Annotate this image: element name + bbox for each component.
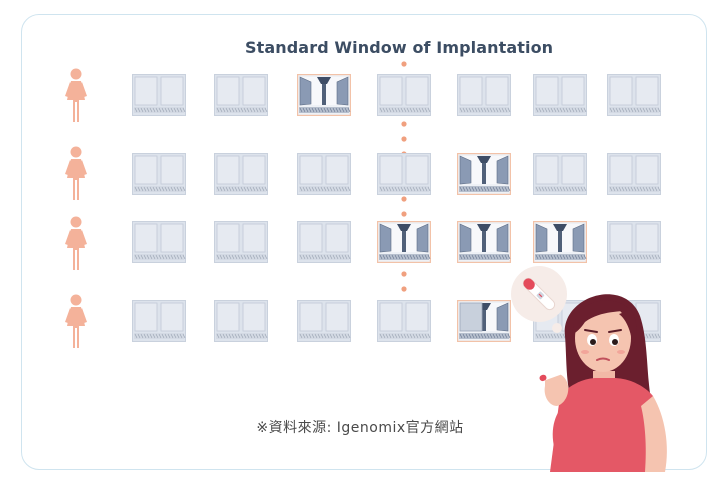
closed-window-icon	[457, 74, 511, 116]
closed-window-icon	[297, 153, 351, 195]
woman-icon	[62, 68, 90, 124]
line-dot	[401, 61, 407, 67]
open-window-icon	[532, 220, 588, 264]
line-dot	[401, 271, 407, 277]
woman-with-pregnancy-test-illustration	[511, 266, 667, 472]
diagram-title: Standard Window of Implantation	[245, 38, 554, 57]
closed-window-icon	[132, 221, 186, 263]
closed-window-icon	[132, 74, 186, 116]
closed-window-icon	[377, 300, 431, 342]
open-window-icon	[456, 220, 512, 264]
closed-window-icon	[297, 221, 351, 263]
closed-window-icon	[214, 221, 268, 263]
closed-window-icon	[607, 221, 661, 263]
line-dot	[401, 136, 407, 142]
line-dot	[401, 211, 407, 217]
closed-window-icon	[214, 153, 268, 195]
open-window-icon	[456, 299, 512, 343]
open-window-icon	[376, 220, 432, 264]
closed-window-icon	[377, 74, 431, 116]
closed-window-icon	[533, 74, 587, 116]
closed-window-icon	[607, 153, 661, 195]
line-dot	[401, 196, 407, 202]
closed-window-icon	[533, 153, 587, 195]
woman-icon	[62, 216, 90, 272]
closed-window-icon	[297, 300, 351, 342]
thought-bubble	[511, 266, 567, 333]
line-dot	[401, 286, 407, 292]
closed-window-icon	[214, 74, 268, 116]
source-caption: ※資料來源: Igenomix官方網站	[256, 420, 464, 436]
pregnancy-test-icon	[522, 277, 556, 311]
woman-icon	[62, 294, 90, 350]
line-dot	[401, 121, 407, 127]
closed-window-icon	[132, 300, 186, 342]
closed-window-icon	[377, 153, 431, 195]
open-window-icon	[456, 152, 512, 196]
woman-icon	[62, 146, 90, 202]
closed-window-icon	[132, 153, 186, 195]
closed-window-icon	[214, 300, 268, 342]
open-window-icon	[296, 73, 352, 117]
closed-window-icon	[607, 74, 661, 116]
